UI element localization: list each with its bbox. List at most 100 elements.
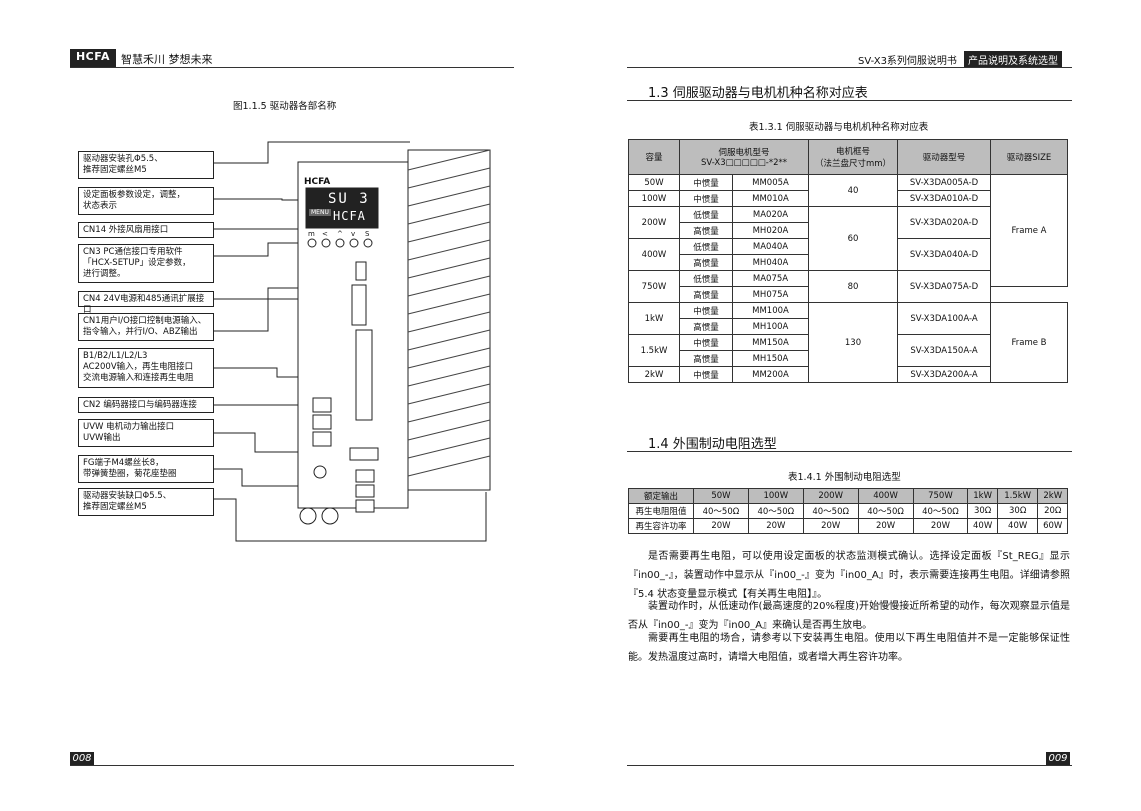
- cell: MM005A: [731, 174, 810, 191]
- cell: 200W: [628, 206, 680, 239]
- cell: MM100A: [731, 302, 810, 319]
- cell: 40～50Ω: [912, 503, 969, 519]
- cell: 40～50Ω: [802, 503, 859, 519]
- cell: 20W: [747, 518, 804, 534]
- cell: 低惯量: [679, 238, 733, 255]
- callout-cn14: CN14 外接风扇用接口: [78, 222, 214, 238]
- cell: MM150A: [731, 334, 810, 351]
- chapter-tag: 产品说明及系统选型: [964, 51, 1062, 68]
- paragraph-3: 需要再生电阻的场合，请参考以下安装再生电阻。使用以下再生电阻值并不是一定能够保证…: [628, 633, 1070, 663]
- cell: MH040A: [731, 254, 810, 271]
- th-capacity: 容量: [628, 139, 680, 175]
- device-brand: HCFA: [304, 177, 331, 187]
- doc-title: SV-X3系列伺服说明书: [858, 56, 957, 67]
- table2-caption: 表1.4.1 外围制动电阻选型: [788, 472, 901, 483]
- cell: 40: [808, 174, 898, 207]
- cell: SV-X3DA020A-D: [897, 206, 991, 239]
- cell: 中惯量: [679, 174, 733, 191]
- table1-caption: 表1.3.1 伺服驱动器与电机机种名称对应表: [749, 122, 929, 133]
- cell: 1.5kW: [628, 334, 680, 367]
- header-rule-left: [70, 67, 514, 68]
- callout-cn1: CN1用户I/O接口控制电源输入、 指令输入，并行I/O、ABZ输出: [78, 313, 214, 341]
- th-col: 750W: [912, 488, 969, 504]
- header-rule-right: [627, 67, 1072, 68]
- panel-button-set[interactable]: S: [365, 230, 370, 238]
- cell: SV-X3DA010A-D: [897, 190, 991, 207]
- cell: MM200A: [731, 366, 810, 383]
- footer-rule-right: [627, 765, 1072, 766]
- section-1-3-rule: [627, 100, 1072, 101]
- panel-button-down[interactable]: v: [351, 230, 356, 238]
- panel-button-mode[interactable]: m: [308, 230, 315, 238]
- cell: 再生电阻阻值: [628, 503, 694, 519]
- panel-button-shift[interactable]: <: [322, 230, 328, 238]
- footer-rule-left: [70, 765, 514, 766]
- cell: 中惯量: [679, 366, 733, 383]
- cell: 高惯量: [679, 254, 733, 271]
- th-col: 400W: [857, 488, 914, 504]
- cell: Frame A: [990, 174, 1068, 287]
- cell: 高惯量: [679, 350, 733, 367]
- th-col: 100W: [747, 488, 804, 504]
- th-col: 200W: [802, 488, 859, 504]
- cell: 50W: [628, 174, 680, 191]
- cell: 40W: [967, 518, 998, 534]
- cell: MH075A: [731, 286, 810, 303]
- cell: MM010A: [731, 190, 810, 207]
- logo-underline: [70, 64, 116, 67]
- cell: MA040A: [731, 238, 810, 255]
- brake-resistor-table: 额定输出 50W 100W 200W 400W 750W 1kW 1.5kW 2…: [628, 488, 1068, 534]
- page-number-left: 008: [70, 752, 94, 765]
- cell: 2kW: [628, 366, 680, 383]
- th-col: 50W: [693, 488, 749, 504]
- driver-diagram: [214, 141, 491, 542]
- cell: 低惯量: [679, 206, 733, 223]
- cell: MH020A: [731, 222, 810, 239]
- slogan: 智慧禾川 梦想未来: [121, 53, 213, 66]
- section-1-4-rule: [627, 451, 1072, 452]
- cell: MH100A: [731, 318, 810, 335]
- th-col: 2kW: [1037, 488, 1068, 504]
- cell: 20W: [802, 518, 859, 534]
- callout-panel: 设定面板参数设定，调整， 状态表示: [78, 187, 214, 215]
- cell: 60: [808, 206, 898, 271]
- cell: SV-X3DA100A-A: [897, 302, 991, 335]
- panel-button-up[interactable]: ^: [337, 230, 343, 238]
- cell: 80: [808, 270, 898, 303]
- th-col: 1.5kW: [996, 488, 1039, 504]
- th-motor-model: 伺服电机型号 SV-X3□□□□□-*2**: [679, 139, 809, 175]
- cell: 中惯量: [679, 190, 733, 207]
- cell: 中惯量: [679, 302, 733, 319]
- callout-mount-hole: 驱动器安装孔Φ5.5、 推荐固定螺丝M5: [78, 151, 214, 179]
- page-number-right: 009: [1046, 752, 1070, 765]
- cell: 130: [808, 302, 898, 383]
- driver-motor-table: 容量 伺服电机型号 SV-X3□□□□□-*2** 电机框号 （法兰盘尺寸mm）…: [628, 139, 1068, 383]
- callout-mount-notch: 驱动器安装缺口Φ5.5、 推荐固定螺丝M5: [78, 488, 214, 516]
- cell: 20W: [912, 518, 969, 534]
- menu-label: MENU: [309, 209, 331, 216]
- cell: SV-X3DA150A-A: [897, 334, 991, 367]
- cell: 40W: [996, 518, 1039, 534]
- figure-caption: 图1.1.5 驱动器各部名称: [233, 101, 337, 112]
- cell: 40～50Ω: [857, 503, 914, 519]
- cell: SV-X3DA200A-A: [897, 366, 991, 383]
- cell: 高惯量: [679, 318, 733, 335]
- cell: MA020A: [731, 206, 810, 223]
- cell: 20W: [693, 518, 749, 534]
- display-top-readout: SU 3: [328, 191, 370, 207]
- cell: 40～50Ω: [747, 503, 804, 519]
- paragraph-1: 是否需要再生电阻，可以使用设定面板的状态监测模式确认。选择设定面板『St_REG…: [628, 551, 1070, 600]
- cell: 750W: [628, 270, 680, 303]
- paragraph-2: 装置动作时，从低速动作(最高速度的20%程度)开始慢慢接近所希望的动作，每次观察…: [628, 601, 1070, 631]
- callout-power: B1/B2/L1/L2/L3 AC200V输入，再生电阻接口 交流电源输入和连接…: [78, 348, 214, 388]
- th-driver-size: 驱动器SIZE: [990, 139, 1068, 175]
- cell: 中惯量: [679, 334, 733, 351]
- cell: 20Ω: [1037, 503, 1068, 519]
- cell: 30Ω: [967, 503, 998, 519]
- cell: MH150A: [731, 350, 810, 367]
- th-driver-model: 驱动器型号: [897, 139, 991, 175]
- th-frame: 电机框号 （法兰盘尺寸mm）: [808, 139, 898, 175]
- cell: 30Ω: [996, 503, 1039, 519]
- cell: 40～50Ω: [693, 503, 749, 519]
- cell: 400W: [628, 238, 680, 271]
